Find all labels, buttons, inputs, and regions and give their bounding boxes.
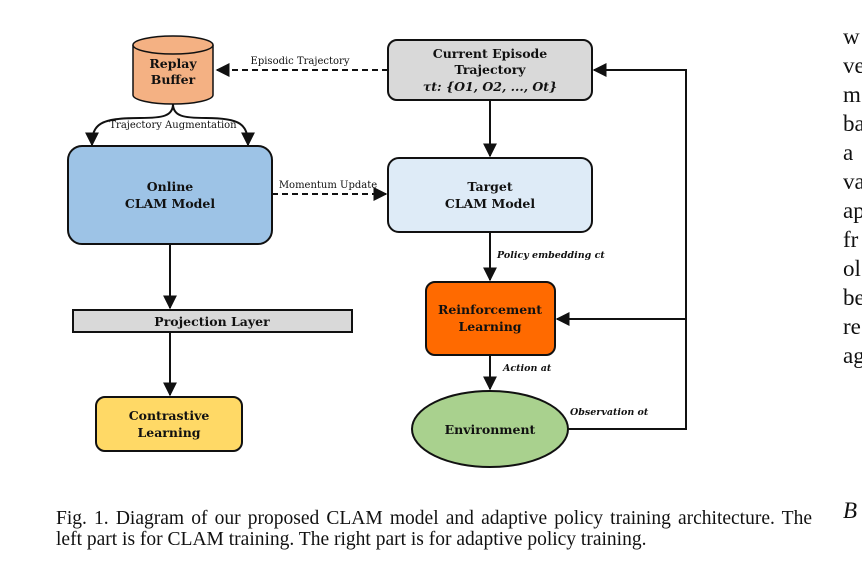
side-line: re	[843, 314, 861, 339]
side-line: a	[843, 140, 854, 165]
trajectory-augmentation-label: Trajectory Augmentation	[109, 120, 237, 131]
replay-buffer-label-2: Buffer	[151, 72, 196, 87]
side-line: w	[843, 24, 860, 49]
side-line: ba	[843, 111, 862, 136]
trajectory-augmentation-arrow-right	[172, 103, 255, 147]
environment-label: Environment	[445, 422, 536, 437]
reinforcement-learning-node: Reinforcement Learning	[425, 281, 556, 356]
diagram-edges	[85, 63, 687, 430]
current-episode-label-3: τt: {O1, O2, ..., Ot}	[423, 79, 557, 94]
architecture-diagram: Replay Buffer Current Episode Trajectory…	[67, 35, 687, 468]
side-line: va	[843, 169, 862, 194]
online-clam-label-2: CLAM Model	[125, 196, 215, 211]
current-episode-label-2: Trajectory	[454, 62, 526, 77]
adjacent-column-text: w ve m ba a va ap fr ol be re ag	[843, 22, 862, 370]
projection-layer-label: Projection Layer	[154, 314, 270, 329]
contrastive-learning-node: Contrastive Learning	[95, 396, 243, 452]
replay-buffer-label-1: Replay	[149, 56, 197, 71]
observation-to-episode-arrow	[568, 63, 687, 430]
online-clam-node: Online CLAM Model	[67, 145, 273, 245]
side-line: m	[843, 82, 861, 107]
contrastive-learning-label-2: Learning	[137, 425, 200, 440]
target-clam-node: Target CLAM Model	[387, 157, 593, 233]
section-heading-fragment: B	[843, 498, 858, 523]
side-line: be	[843, 285, 862, 310]
online-clam-label-1: Online	[147, 179, 194, 194]
momentum-update-label: Momentum Update	[279, 180, 377, 191]
contrastive-learning-label-1: Contrastive	[129, 408, 210, 423]
current-episode-node: Current Episode Trajectory τt: {O1, O2, …	[387, 39, 593, 101]
target-clam-label-1: Target	[467, 179, 512, 194]
side-line: ol	[843, 256, 861, 281]
current-episode-label-1: Current Episode	[433, 46, 548, 61]
projection-layer-node: Projection Layer	[72, 309, 353, 333]
side-line: ap	[843, 198, 862, 223]
trajectory-augmentation-arrow-left	[85, 103, 174, 147]
action-label: Action at	[502, 363, 552, 374]
episodic-trajectory-label: Episodic Trajectory	[251, 56, 350, 67]
reinforcement-learning-label-2: Learning	[458, 319, 521, 334]
reinforcement-learning-label-1: Reinforcement	[438, 302, 542, 317]
side-line: ag	[843, 343, 862, 368]
policy-embedding-label: Policy embedding ct	[496, 250, 605, 261]
observation-label: Observation ot	[570, 407, 649, 418]
figure-caption: Fig. 1. Diagram of our proposed CLAM mod…	[56, 508, 812, 550]
side-line: ve	[843, 53, 862, 78]
side-line: fr	[843, 227, 859, 252]
target-clam-label-2: CLAM Model	[445, 196, 535, 211]
environment-node: Environment	[411, 390, 569, 468]
replay-buffer-node: Replay Buffer	[132, 35, 214, 105]
